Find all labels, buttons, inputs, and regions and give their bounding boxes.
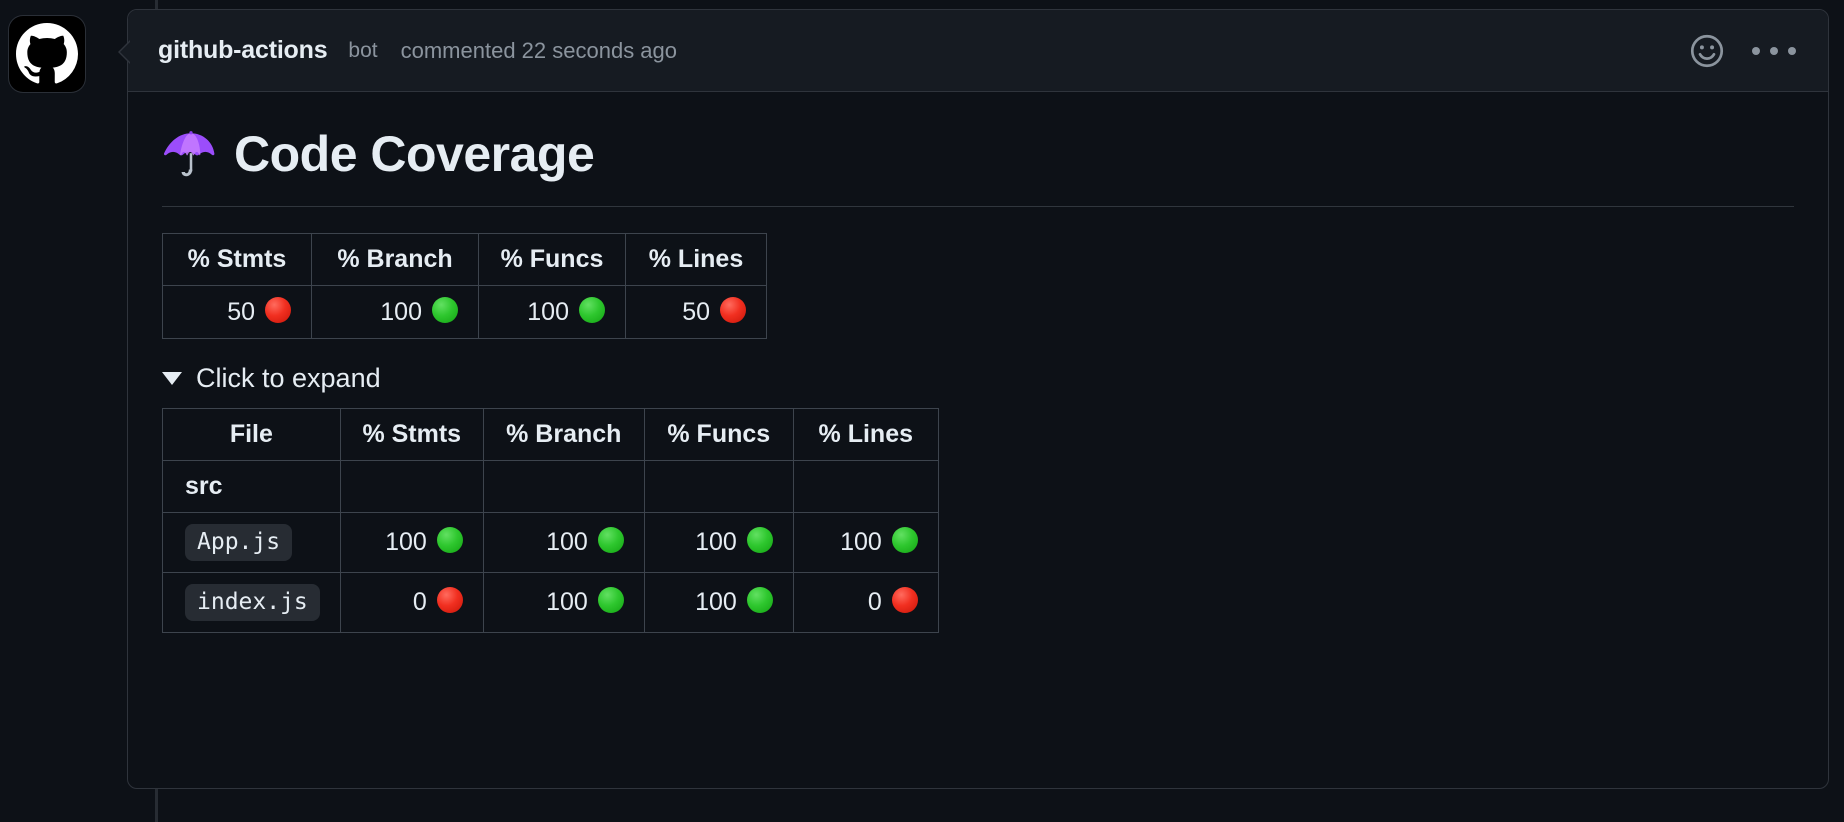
kebab-dot xyxy=(1770,46,1778,55)
summary-value-lines: 50 xyxy=(682,298,710,326)
table-row: index.js 0 100 100 xyxy=(162,571,939,633)
comment-caret-fill xyxy=(120,40,132,64)
click-to-expand-toggle[interactable]: Click to expand xyxy=(162,363,1794,394)
summary-value-branch: 100 xyxy=(380,298,422,326)
status-dot xyxy=(891,587,918,614)
status-dot xyxy=(265,297,291,323)
coverage-summary-table: % Stmts % Branch % Funcs % Lines 50 xyxy=(162,233,767,339)
heading-divider xyxy=(162,206,1794,207)
kebab-dot xyxy=(1752,46,1760,55)
summary-cell-funcs: 100 xyxy=(478,285,626,339)
table-row: src xyxy=(162,460,939,513)
detail-header-file: File xyxy=(162,408,341,461)
umbrella-emoji-icon xyxy=(162,126,234,184)
summary-cell-lines: 50 xyxy=(625,285,767,339)
detail-header-lines: % Lines xyxy=(792,408,939,461)
avatar[interactable] xyxy=(9,16,85,92)
detail-cell-stmts: 0 xyxy=(339,571,484,633)
status-dot xyxy=(432,297,458,323)
status-dot xyxy=(597,587,624,614)
coverage-detail-table: File % Stmts % Branch % Funcs % Lines sr… xyxy=(162,408,939,633)
status-dot xyxy=(597,527,624,554)
table-header-row: File % Stmts % Branch % Funcs % Lines xyxy=(162,408,939,461)
github-octocat-avatar-icon xyxy=(16,23,78,85)
detail-cell-stmts: 100 xyxy=(339,512,484,573)
detail-cell-branch: 100 xyxy=(482,512,645,573)
summary-header-funcs: % Funcs xyxy=(478,233,626,286)
detail-header-funcs: % Funcs xyxy=(643,408,794,461)
detail-header-branch: % Branch xyxy=(482,408,645,461)
summary-table-wrapper: % Stmts % Branch % Funcs % Lines 50 xyxy=(162,233,1794,339)
details-block: Click to expand File % Stmts % Branch % … xyxy=(162,363,1794,633)
kebab-dot xyxy=(1788,46,1796,55)
detail-value: 100 xyxy=(695,588,737,617)
detail-value: 100 xyxy=(840,528,882,557)
summary-header-lines: % Lines xyxy=(625,233,767,286)
bot-badge: bot xyxy=(348,38,378,62)
kebab-menu-icon[interactable] xyxy=(1752,32,1796,70)
detail-cell-lines: 100 xyxy=(792,512,939,573)
detail-value: 0 xyxy=(867,588,882,617)
detail-cell-lines xyxy=(792,460,939,513)
summary-header-stmts: % Stmts xyxy=(162,233,312,286)
click-to-expand-label: Click to expand xyxy=(196,363,381,393)
detail-cell-lines: 0 xyxy=(792,571,939,633)
table-row: App.js 100 100 100 xyxy=(162,512,939,573)
detail-value: 100 xyxy=(385,528,427,557)
status-dot xyxy=(720,297,746,323)
detail-value: 100 xyxy=(695,528,737,557)
detail-file-name: index.js xyxy=(162,571,341,633)
detail-value: 100 xyxy=(546,588,588,617)
table-row: 50 100 100 50 xyxy=(162,285,767,339)
status-dot xyxy=(891,527,918,554)
chevron-down-icon xyxy=(162,372,182,385)
comment-timestamp: commented 22 seconds ago xyxy=(400,37,678,63)
detail-table-body: src App.js 100 xyxy=(162,460,939,633)
summary-cell-stmts: 50 xyxy=(162,285,312,339)
detail-value: 100 xyxy=(546,528,588,557)
page-title: Code Coverage xyxy=(162,126,1794,184)
comment-body: Code Coverage % Stmts % Branch % Funcs %… xyxy=(128,92,1828,663)
detail-cell-funcs: 100 xyxy=(643,512,794,573)
status-dot xyxy=(436,527,463,554)
status-dot xyxy=(579,297,605,323)
table-header-row: % Stmts % Branch % Funcs % Lines xyxy=(162,233,767,286)
file-code-chip[interactable]: App.js xyxy=(185,524,293,561)
detail-header-stmts: % Stmts xyxy=(339,408,484,461)
summary-cell-branch: 100 xyxy=(311,285,479,339)
detail-value: 0 xyxy=(412,588,427,617)
detail-cell-branch: 100 xyxy=(482,571,645,633)
status-dot xyxy=(746,587,773,614)
smiley-reaction-icon[interactable] xyxy=(1688,32,1726,70)
status-dot xyxy=(746,527,773,554)
summary-value-funcs: 100 xyxy=(527,298,569,326)
detail-cell-funcs xyxy=(643,460,794,513)
detail-file-name: App.js xyxy=(162,512,341,573)
detail-file-name: src xyxy=(162,460,341,513)
status-dot xyxy=(436,587,463,614)
detail-cell-funcs: 100 xyxy=(643,571,794,633)
comment-container: github-actions bot commented 22 seconds … xyxy=(127,9,1829,789)
detail-cell-branch xyxy=(482,460,645,513)
summary-value-stmts: 50 xyxy=(227,298,255,326)
file-code-chip[interactable]: index.js xyxy=(185,583,320,621)
comment-header: github-actions bot commented 22 seconds … xyxy=(128,10,1828,92)
detail-cell-stmts xyxy=(339,460,484,513)
comment-author[interactable]: github-actions xyxy=(158,36,328,64)
page-title-text: Code Coverage xyxy=(234,126,595,183)
summary-header-branch: % Branch xyxy=(311,233,479,286)
